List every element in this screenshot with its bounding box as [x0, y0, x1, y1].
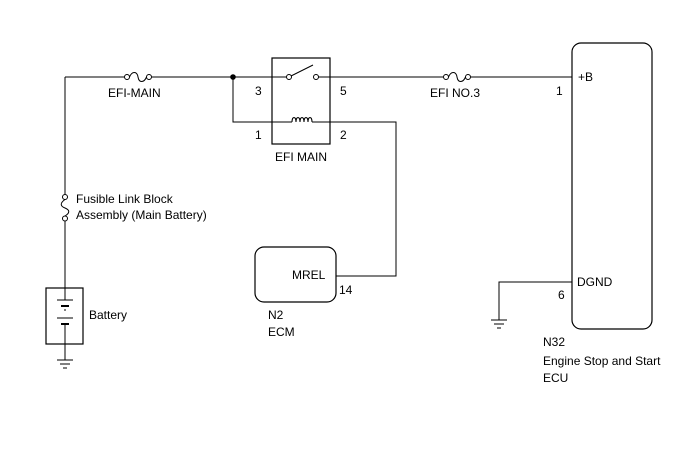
fusible-link-label-line2: Assembly (Main Battery)	[76, 208, 207, 222]
fusible-link-label-line1: Fusible Link Block	[76, 192, 174, 206]
relay-name: EFI MAIN	[275, 150, 327, 164]
efi-main-relay	[271, 57, 331, 145]
efi-no3-fuse-icon	[443, 72, 471, 82]
ecu-terminal-dgnd: DGND	[577, 275, 613, 289]
ecu-name-line1: Engine Stop and Start	[543, 354, 661, 368]
battery-label: Battery	[89, 308, 127, 322]
efi-main-fuse-icon	[124, 72, 152, 82]
relay-coil-feed-wire	[232, 77, 272, 123]
ecu-ground-icon	[491, 319, 507, 329]
ecu-ground-wire	[498, 281, 572, 320]
relay-coil-icon	[291, 117, 313, 123]
ecm-mrel-terminal: MREL	[292, 268, 326, 282]
relay-pin-5: 5	[340, 84, 347, 98]
ecm-pin-14: 14	[339, 283, 353, 297]
relay-pin-3: 3	[255, 84, 262, 98]
ecu-pin-1: 1	[556, 84, 563, 98]
ecu-terminal-b: +B	[578, 70, 593, 84]
ecu-box	[571, 42, 653, 330]
ecu-connector: N32	[543, 335, 565, 349]
ecm-name: ECM	[268, 325, 295, 339]
fusible-link-icon	[60, 194, 70, 222]
ecu-pin-6: 6	[558, 288, 565, 302]
battery-ground-icon	[57, 359, 73, 369]
efi-no3-fuse-label: EFI NO.3	[430, 86, 480, 100]
ecm-box	[254, 246, 337, 303]
ecu-name-line2: ECU	[543, 371, 568, 385]
battery-icon	[45, 287, 84, 345]
mrel-wire	[330, 121, 397, 277]
relay-pin-2: 2	[340, 128, 347, 142]
ecm-connector: N2	[268, 308, 284, 322]
relay-pin-1: 1	[255, 128, 262, 142]
efi-main-fuse-label: EFI-MAIN	[108, 86, 161, 100]
